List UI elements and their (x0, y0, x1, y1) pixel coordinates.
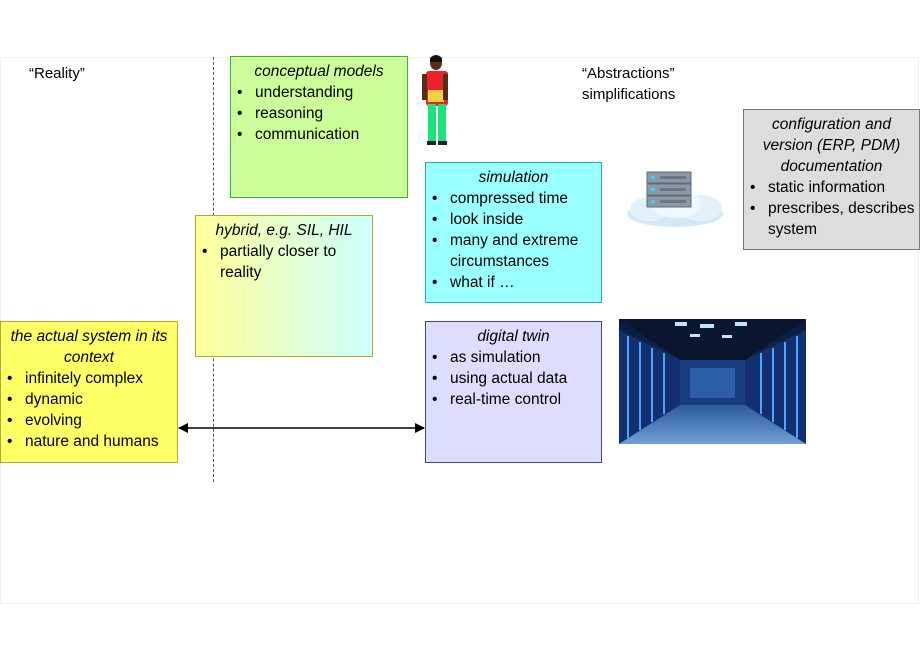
list-item: using actual data (426, 368, 601, 389)
list-item: what if … (426, 272, 601, 293)
conceptual-models-list: understanding reasoning communication (231, 82, 407, 145)
configuration-box: configuration and version (ERP, PDM) doc… (743, 109, 920, 250)
list-item: as simulation (426, 347, 601, 368)
simulation-box: simulation compressed time look inside m… (425, 162, 602, 303)
hybrid-box: hybrid, e.g. SIL, HIL partially closer t… (195, 215, 373, 357)
actual-system-title: the actual system in its context (10, 328, 168, 366)
list-item: understanding (231, 82, 407, 103)
list-item: nature and humans (1, 431, 177, 452)
list-item: reasoning (231, 103, 407, 124)
conceptual-models-title: conceptual models (254, 63, 384, 80)
simulation-title: simulation (478, 169, 549, 186)
digital-twin-title: digital twin (477, 328, 550, 345)
abstractions-label: “Abstractions” (582, 65, 675, 82)
list-item: partially closer to reality (196, 241, 372, 283)
list-item: static information (744, 177, 919, 198)
configuration-list: static information prescribes, describes… (744, 177, 919, 240)
configuration-title: configuration and version (ERP, PDM) doc… (762, 116, 901, 175)
simulation-list: compressed time look inside many and ext… (426, 188, 601, 293)
list-item: many and extreme circumstances (426, 230, 601, 272)
conceptual-models-box: conceptual models understanding reasonin… (230, 56, 408, 198)
list-item: compressed time (426, 188, 601, 209)
hybrid-title: hybrid, e.g. SIL, HIL (215, 222, 353, 239)
hybrid-list: partially closer to reality (196, 241, 372, 283)
list-item: prescribes, describes system (744, 198, 919, 240)
list-item: communication (231, 124, 407, 145)
list-item: dynamic (1, 389, 177, 410)
digital-twin-box: digital twin as simulation using actual … (425, 321, 602, 463)
digital-twin-list: as simulation using actual data real-tim… (426, 347, 601, 410)
list-item: evolving (1, 410, 177, 431)
actual-system-box: the actual system in its context infinit… (0, 321, 178, 463)
actual-system-list: infinitely complex dynamic evolving natu… (1, 368, 177, 452)
list-item: infinitely complex (1, 368, 177, 389)
list-item: look inside (426, 209, 601, 230)
list-item: real-time control (426, 389, 601, 410)
simplifications-label: simplifications (582, 86, 676, 103)
reality-label: “Reality” (29, 65, 85, 82)
